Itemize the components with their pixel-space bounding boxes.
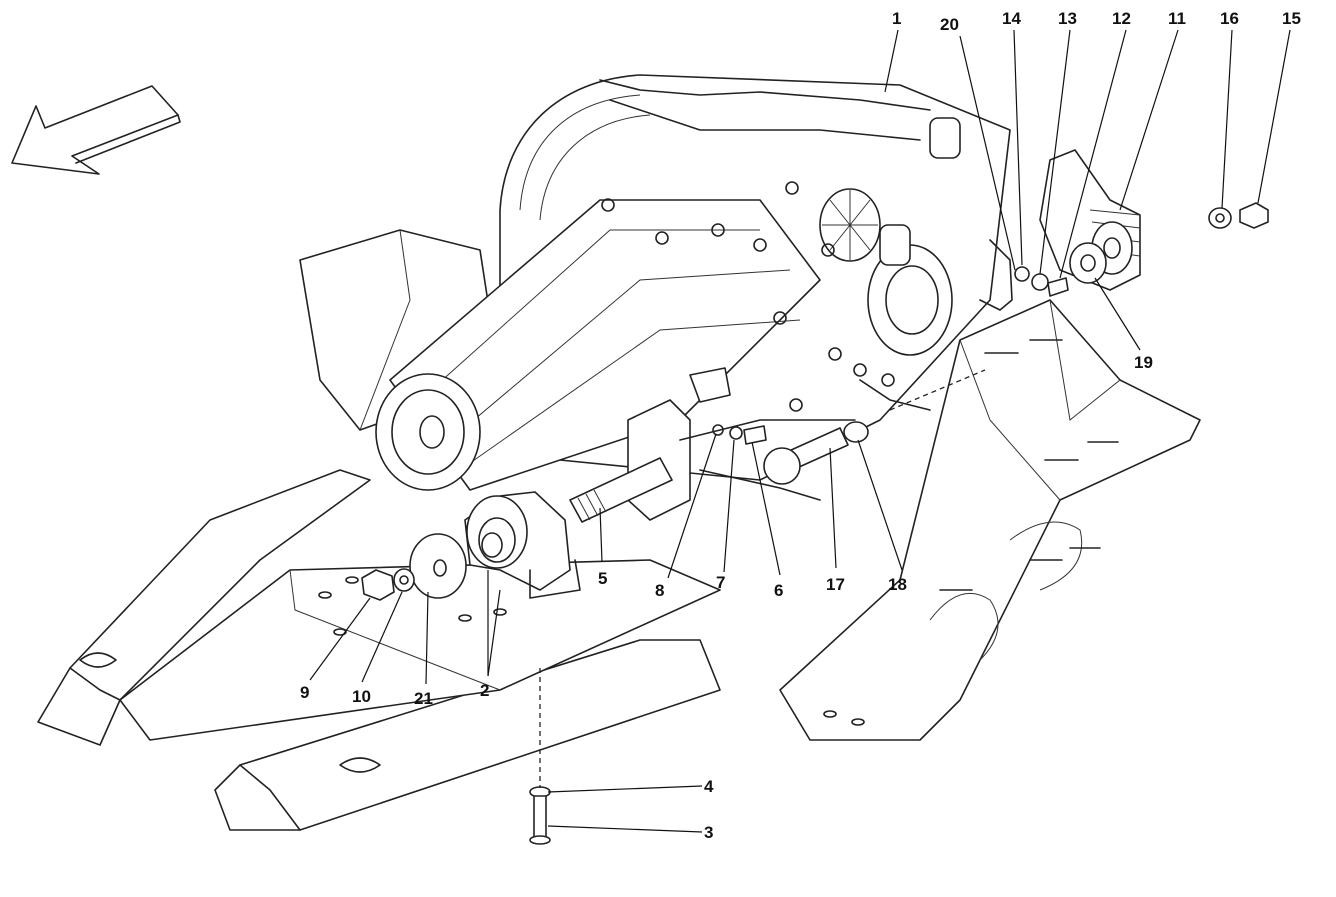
label-13: 13 [1058, 9, 1077, 28]
hidden-line [889, 369, 986, 411]
label-12: 12 [1112, 9, 1131, 28]
label-16: 16 [1220, 9, 1239, 28]
label-21: 21 [414, 689, 433, 708]
callout-labels: 1 20 14 13 12 11 16 15 19 5 8 7 6 17 18 … [300, 9, 1301, 842]
label-2: 2 [480, 681, 489, 700]
label-15: 15 [1282, 9, 1301, 28]
label-4: 4 [704, 777, 714, 796]
label-10: 10 [352, 687, 371, 706]
label-19: 19 [1134, 353, 1153, 372]
label-6: 6 [774, 581, 783, 600]
label-3: 3 [704, 823, 713, 842]
rear-mount-assembly [979, 149, 1269, 311]
front-mount-assembly [361, 491, 581, 845]
label-9: 9 [300, 683, 309, 702]
label-8: 8 [655, 581, 664, 600]
label-5: 5 [598, 569, 607, 588]
label-14: 14 [1002, 9, 1021, 28]
arrow-down-left-icon [11, 85, 181, 175]
label-18: 18 [888, 575, 907, 594]
label-7: 7 [716, 573, 725, 592]
gearbox-housing [375, 74, 1011, 523]
label-17: 17 [826, 575, 845, 594]
label-1: 1 [892, 9, 901, 28]
label-20: 20 [940, 15, 959, 34]
label-11: 11 [1168, 9, 1186, 28]
leader-lines [309, 29, 1291, 833]
